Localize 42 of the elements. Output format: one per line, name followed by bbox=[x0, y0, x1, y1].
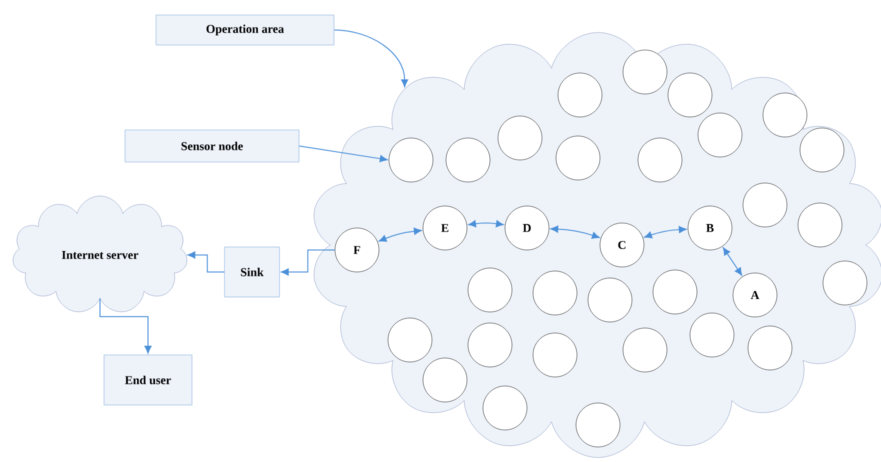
sensor-node-circle bbox=[532, 332, 578, 378]
sensor-node-circle bbox=[446, 138, 490, 182]
sensor-node-circle bbox=[468, 322, 512, 368]
sensor-node-circle bbox=[498, 116, 542, 160]
sensor-node-circle bbox=[622, 328, 668, 372]
arrow bbox=[722, 247, 742, 276]
sensor-node-circle bbox=[388, 318, 432, 362]
label-box: Sensor node bbox=[124, 130, 300, 162]
arrow bbox=[378, 228, 422, 242]
label-box: Sink bbox=[224, 246, 280, 298]
sensor-node-circle bbox=[532, 270, 578, 316]
sensor-node-circle bbox=[422, 358, 468, 402]
arrow bbox=[298, 146, 388, 162]
sensor-node-circle bbox=[482, 386, 528, 430]
sensor-node-circle bbox=[588, 278, 632, 322]
sensor-node-circle bbox=[558, 72, 602, 118]
sensor-node-circle bbox=[652, 270, 698, 314]
sensor-node-circle bbox=[748, 326, 792, 370]
arrow bbox=[280, 250, 336, 276]
sensor-node-circle bbox=[622, 50, 668, 94]
sensor-node-circle bbox=[698, 112, 742, 158]
sensor-node-circle bbox=[668, 72, 712, 118]
sensor-node-circle bbox=[576, 402, 620, 448]
sensor-node-circle bbox=[388, 138, 434, 182]
server-cloud: Internet server bbox=[12, 196, 188, 312]
arrow bbox=[334, 30, 408, 88]
label-box: Operation area bbox=[156, 14, 334, 46]
sensor-node-circle bbox=[822, 260, 868, 306]
arrow bbox=[100, 298, 152, 354]
sensor-node-circle bbox=[638, 138, 682, 182]
arrow bbox=[188, 251, 225, 272]
sensor-node-circle bbox=[742, 182, 788, 228]
arrow bbox=[550, 226, 600, 239]
arrow bbox=[644, 226, 687, 238]
sensor-node-circle bbox=[556, 136, 600, 180]
sensor-node-circle bbox=[798, 202, 842, 248]
sensor-node-circle bbox=[468, 268, 512, 312]
label-box: End user bbox=[104, 354, 192, 406]
sensor-node-circle bbox=[690, 312, 734, 358]
arrow bbox=[468, 220, 504, 228]
sensor-node-circle bbox=[800, 128, 844, 172]
sensor-node-circle bbox=[762, 92, 808, 138]
